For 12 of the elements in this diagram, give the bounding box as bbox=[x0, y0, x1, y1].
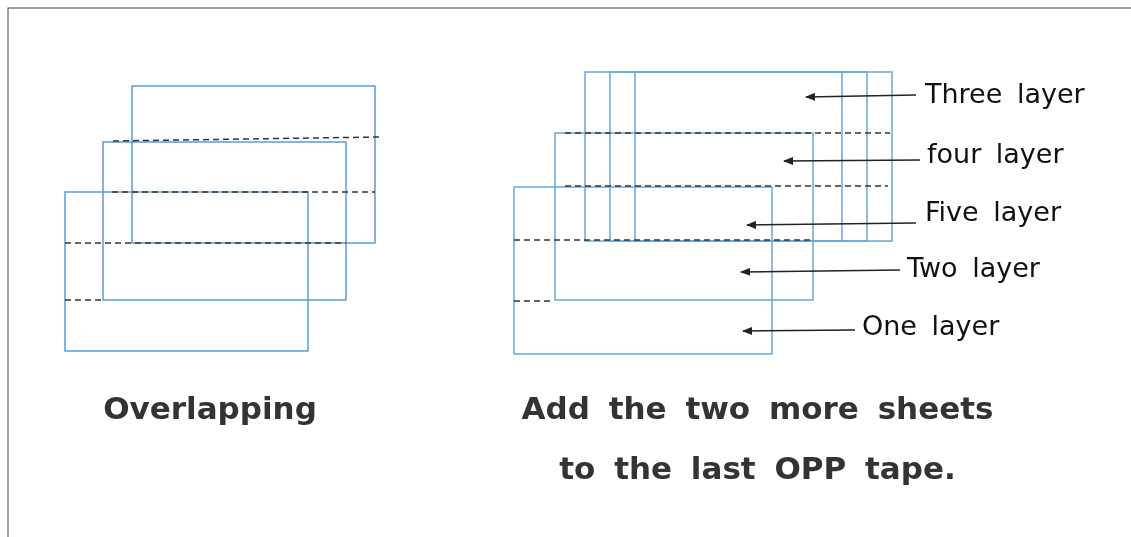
layer-label: Two layer bbox=[907, 254, 1040, 281]
leader-line bbox=[742, 326, 856, 335]
leader-line bbox=[746, 220, 917, 229]
caption: Overlapping bbox=[102, 389, 318, 428]
layer-label: Five layer bbox=[925, 198, 1061, 225]
layer-label: four layer bbox=[927, 140, 1064, 167]
layer-label: Three layer bbox=[925, 80, 1085, 107]
leader-line bbox=[740, 267, 901, 276]
layer-label: One layer bbox=[862, 312, 1000, 339]
leader-line bbox=[805, 92, 917, 101]
caption: Add the two more sheets to the last OPP tape. bbox=[520, 389, 995, 488]
leader-line bbox=[783, 156, 921, 165]
